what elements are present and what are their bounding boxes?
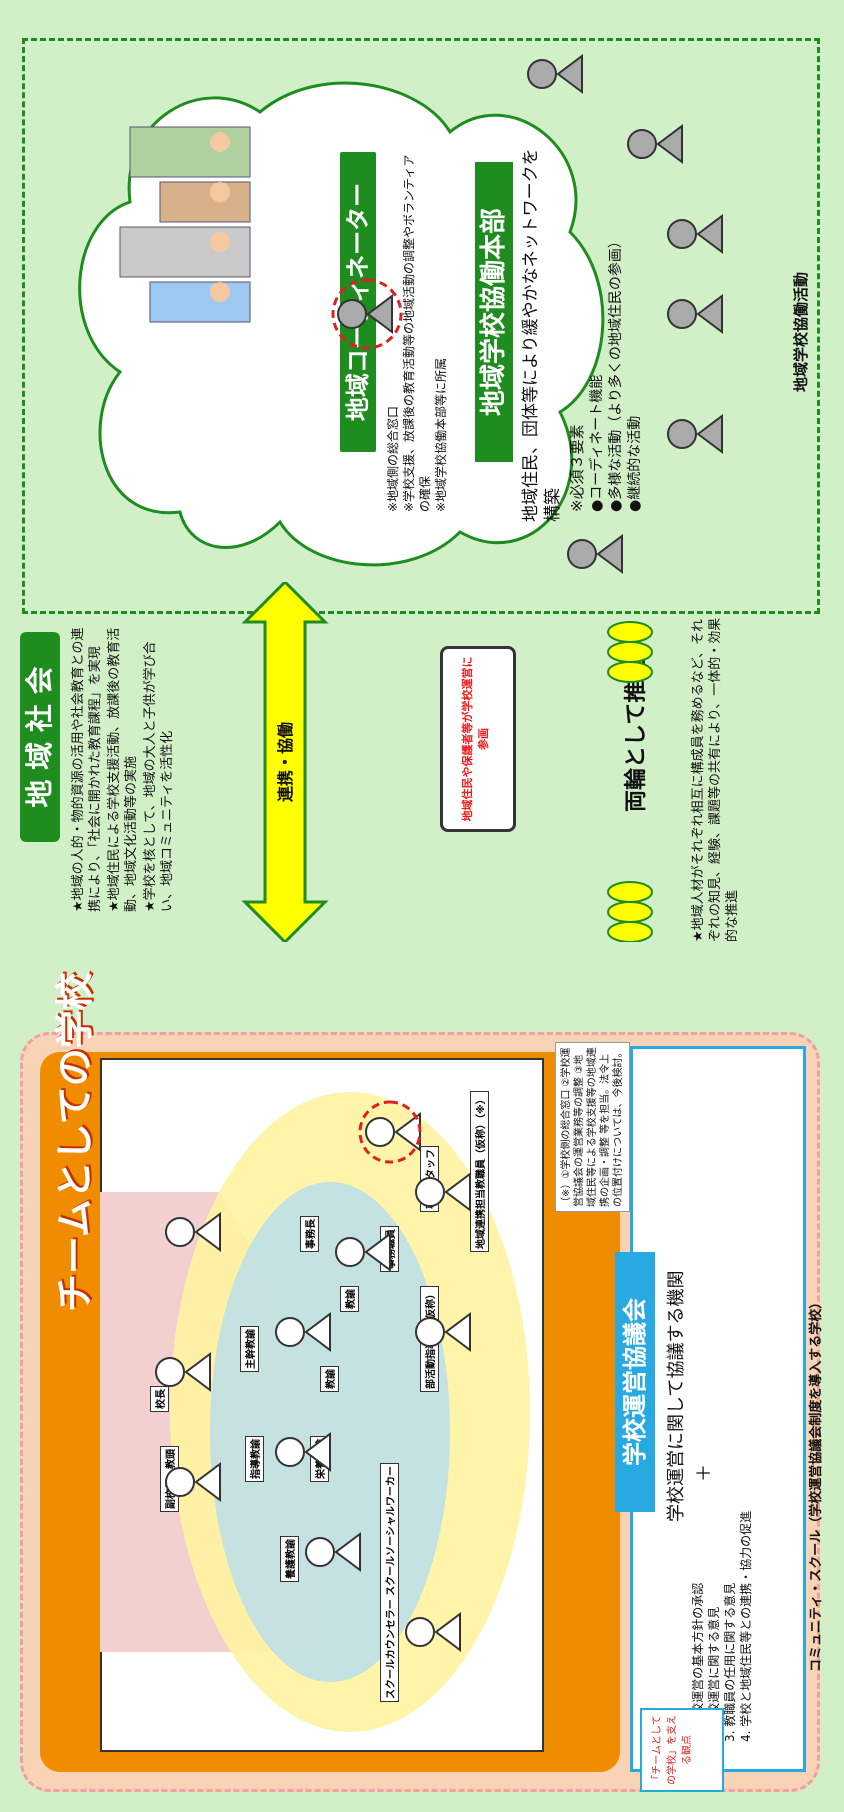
society-bullets: ★地域の人的・物的資源の活用や社会教育との連携により、「社会に開かれた教育課程」…	[70, 622, 176, 912]
viewpoint-callout: 「チームとしての学校」を支える観点	[640, 1708, 724, 1792]
council-plus: ＋	[694, 1464, 715, 1482]
person-icon	[405, 1612, 461, 1652]
link-arrow	[241, 582, 329, 942]
person-icon	[667, 214, 723, 254]
participation-callout-text: 地域住民や保護者等が学校運営に参画	[461, 656, 490, 822]
link-label: 連携・協働	[276, 721, 295, 802]
society-title: 地 域 社 会	[20, 632, 60, 842]
person-icon	[165, 1212, 221, 1252]
society-bullet-3: ★学校を核として、地域の大人と子供が学び合い、地域コミュニティを活性化	[143, 641, 175, 912]
community-school-label: コミュニティ・スクール（学校運営協議会制度を導入する学校）	[809, 1295, 824, 1672]
school-note: （※）①学校側の総合窓口 ②学校運営協議会の運営業務等の調整 ③地域住民等による…	[555, 1042, 630, 1212]
school-title-text: チームとしての学校	[53, 972, 97, 1312]
person-icon	[275, 1312, 331, 1352]
council-subtitle: 学校運営に関して協議する機関	[666, 1270, 687, 1522]
person-icon	[667, 414, 723, 454]
person-icon	[337, 294, 393, 334]
school-people-icons	[155, 1100, 471, 1652]
person-icon	[165, 1462, 221, 1502]
person-icon	[305, 1532, 361, 1572]
council-title-text: 学校運営協議会	[621, 1298, 649, 1466]
council-item-3: 3. 教職員の任用に関する意見	[723, 1582, 737, 1742]
person-icon	[415, 1172, 471, 1212]
society-bullet-2: ★地域住民による学校支援活動、放課後の教育活動、地域文化活動等の実施	[107, 627, 139, 912]
participation-callout: 地域住民や保護者等が学校運営に参画	[440, 646, 516, 832]
society-title-text: 地 域 社 会	[23, 666, 56, 808]
person-icon	[155, 1352, 211, 1392]
person-icon	[415, 1312, 471, 1352]
society-bullet-1: ★地域の人的・物的資源の活用や社会教育との連携により、「社会に開かれた教育課程」…	[71, 627, 103, 912]
coordinator-highlight-circle	[331, 278, 403, 350]
wheels-chain	[607, 621, 653, 942]
coordinator-teacher-highlight	[358, 1100, 422, 1164]
person-icon	[365, 1112, 421, 1152]
school-title: チームとしての学校	[44, 932, 97, 1312]
school-zones	[100, 1092, 530, 1732]
person-icon	[275, 1432, 331, 1472]
person-icon	[567, 534, 623, 574]
person-icon	[527, 54, 583, 94]
council-title: 学校運営協議会	[615, 1252, 655, 1512]
person-icon	[667, 294, 723, 334]
city-illustration	[119, 126, 251, 323]
council-item-4: 4. 学校と地域住民等との連携・協力の促進	[739, 1510, 753, 1742]
community-activity-label: 地域学校協働活動	[792, 271, 810, 392]
bottom-note: ★地域人材がそれぞれ相互に構成員を務めるなど、それぞれの知見、経験、課題等の共有…	[691, 617, 740, 942]
person-icon	[627, 124, 683, 164]
community-people-icons	[331, 54, 723, 574]
viewpoint-text: 「チームとしての学校」を支える観点	[652, 1715, 693, 1785]
person-icon	[335, 1232, 391, 1272]
